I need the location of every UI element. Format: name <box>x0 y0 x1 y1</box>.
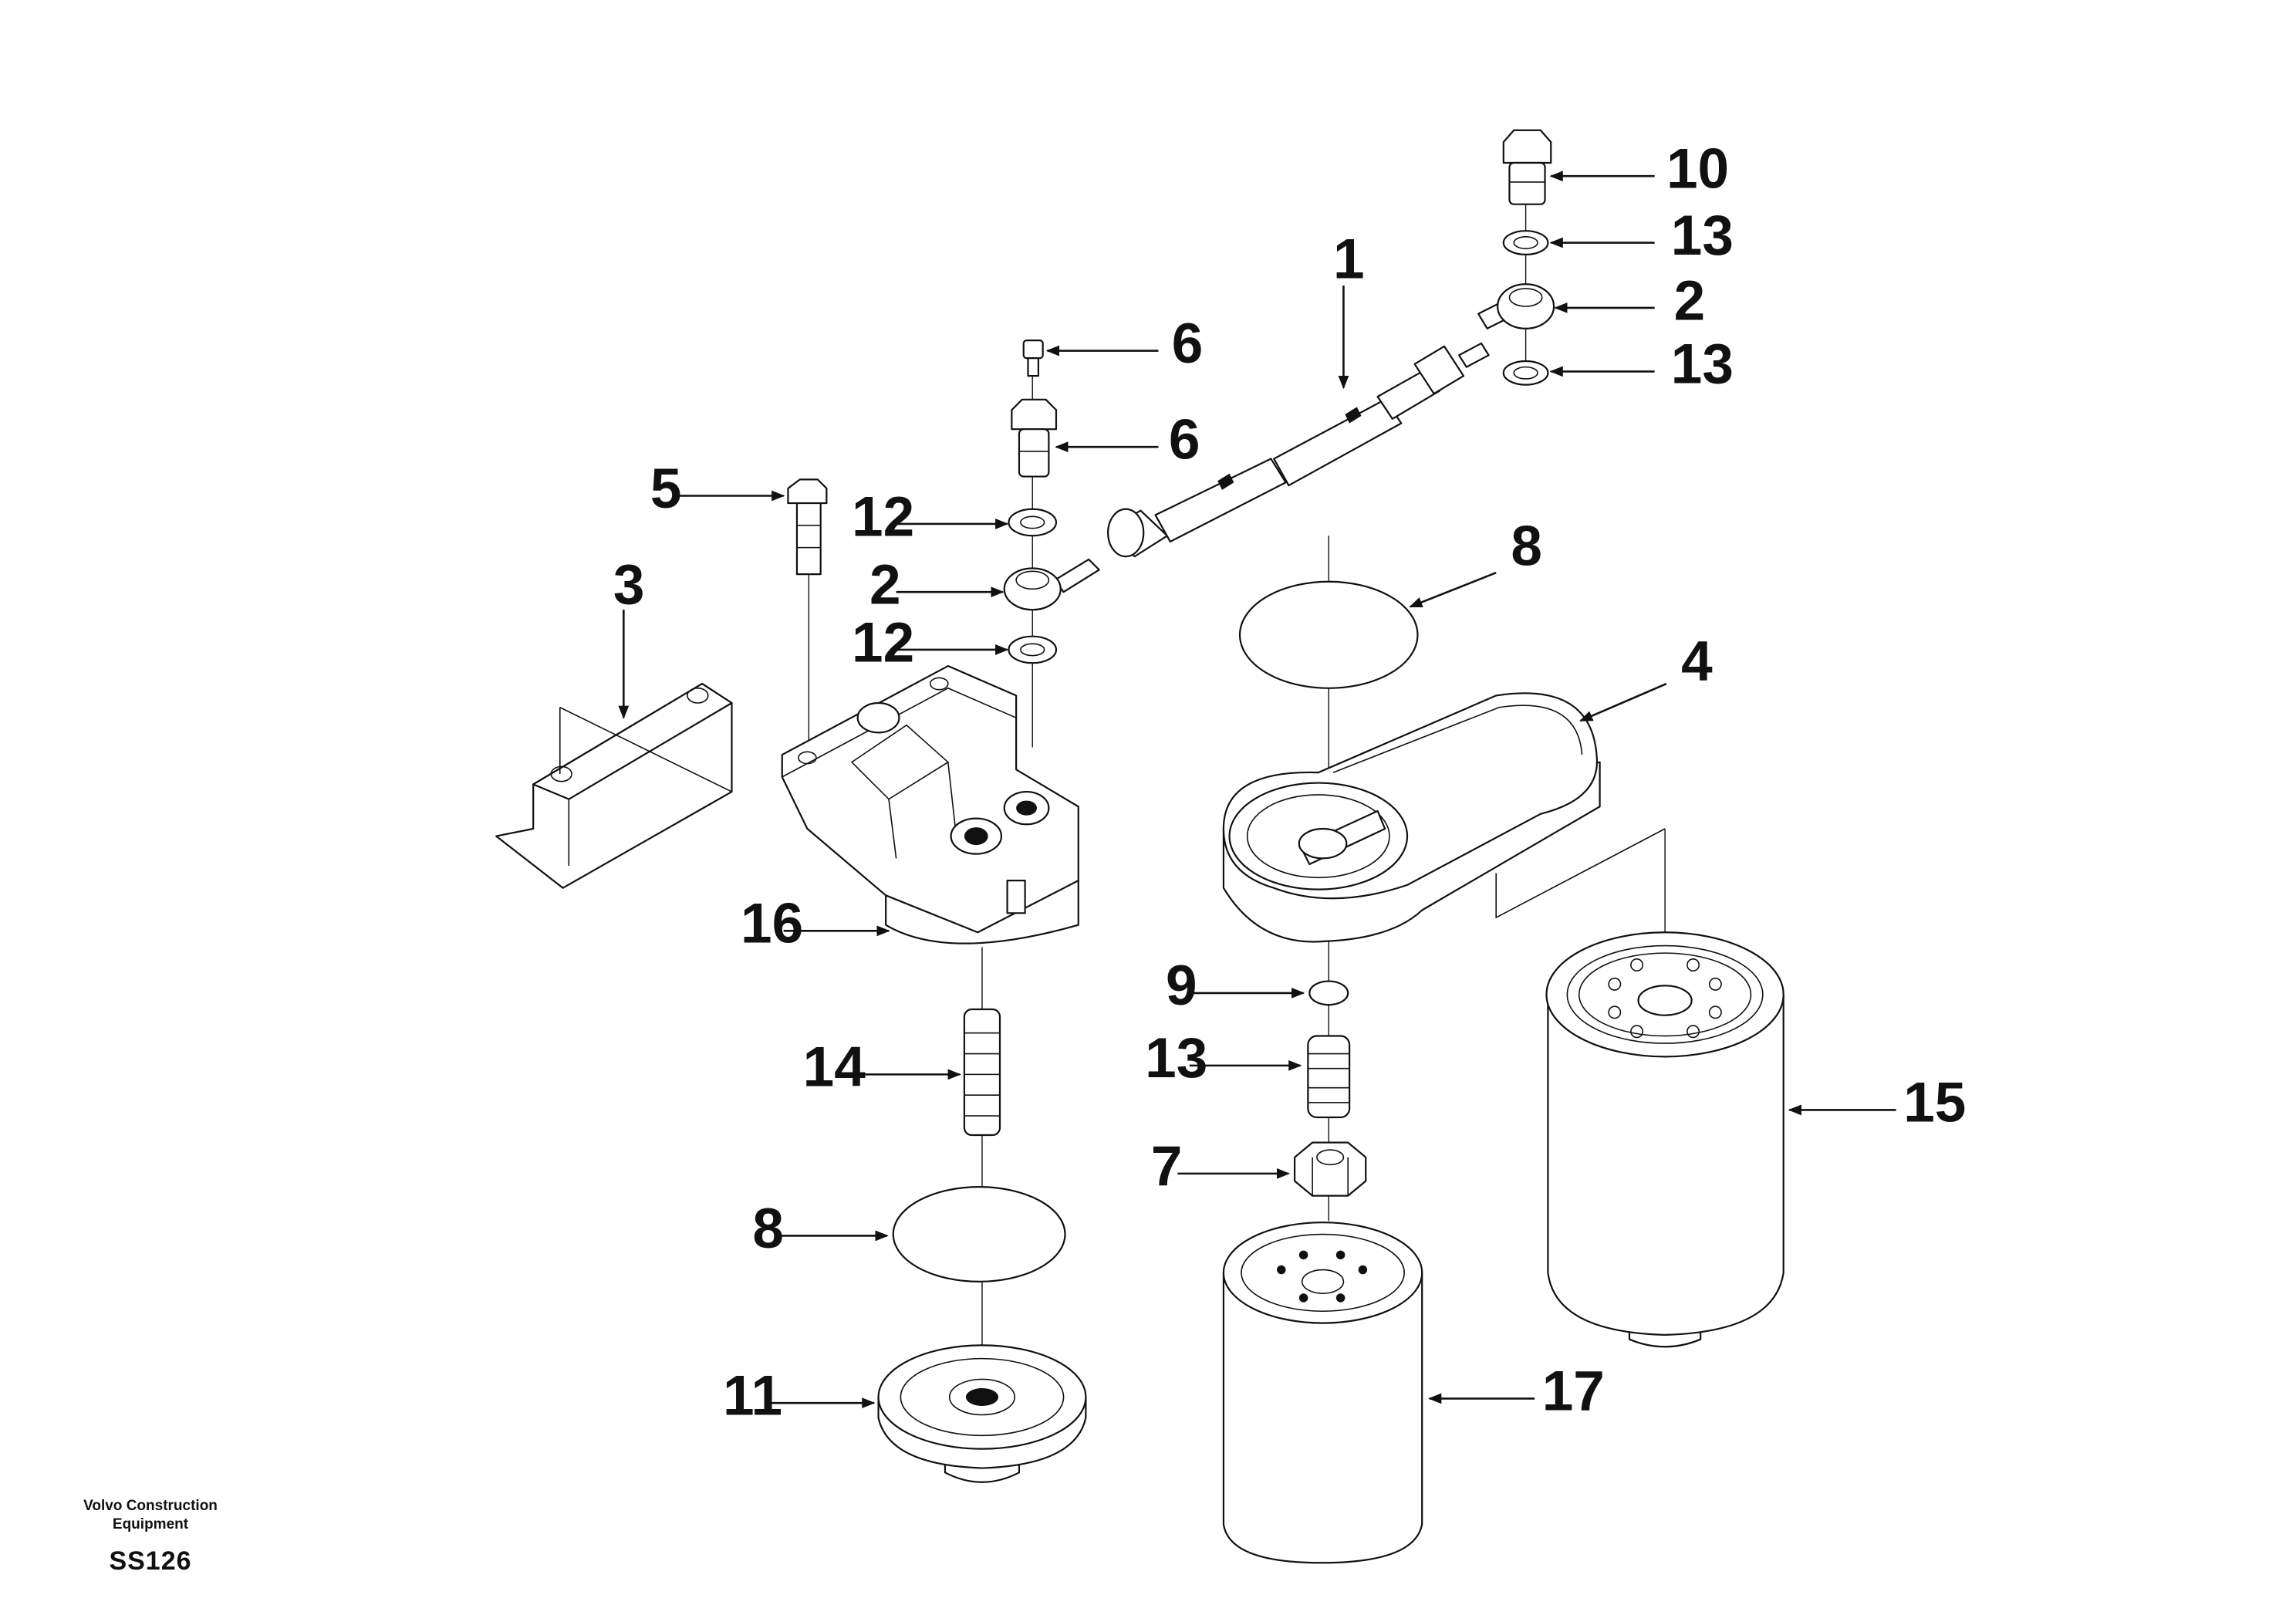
callout-2-right: 2 <box>1674 269 1706 332</box>
filter-cartridge-17 <box>1224 1222 1422 1563</box>
filter-head <box>782 666 1079 944</box>
callout-14: 14 <box>803 1036 866 1099</box>
callout-16: 16 <box>741 893 803 955</box>
washer-13-upper <box>1504 231 1548 255</box>
footer-brand: Volvo Construction Equipment SS126 <box>62 1497 239 1576</box>
gasket-8-upper <box>1240 582 1417 688</box>
banjo-fitting-right <box>1478 284 1554 329</box>
hose-assembly <box>1108 343 1488 556</box>
washer-12-upper <box>1009 509 1056 536</box>
sheet-code: SS126 <box>109 1546 192 1576</box>
callout-9: 9 <box>1166 955 1197 1017</box>
screw-6-small <box>1024 340 1043 376</box>
gasket-8-lower <box>893 1187 1065 1282</box>
callout-6-lower: 6 <box>1169 409 1200 471</box>
banjo-bolt-10 <box>1504 130 1551 204</box>
callout-5: 5 <box>650 458 682 520</box>
callout-10: 10 <box>1666 138 1729 201</box>
callout-7: 7 <box>1151 1135 1183 1198</box>
filter-adapter-head <box>1224 693 1665 941</box>
callout-15: 15 <box>1903 1072 1966 1134</box>
callout-leaders <box>618 171 1896 1409</box>
washer-13-lower <box>1504 361 1548 385</box>
filter-bowl-11 <box>879 1345 1086 1482</box>
washer-12-lower <box>1009 637 1056 664</box>
leader-8a <box>1409 573 1496 607</box>
banjo-bolt-6 <box>1011 400 1056 477</box>
callout-numbers: 10 13 2 13 1 6 6 5 12 2 12 3 8 4 16 9 14… <box>613 138 1966 1428</box>
callout-12-upper: 12 <box>852 485 914 548</box>
callout-13-lower: 13 <box>1671 333 1734 396</box>
callout-13-center: 13 <box>1145 1027 1207 1090</box>
leader-4 <box>1579 684 1666 721</box>
nipple-14 <box>964 1009 1000 1135</box>
callout-12-lower: 12 <box>852 611 914 674</box>
nut-7 <box>1295 1143 1366 1196</box>
callout-1: 1 <box>1333 228 1365 291</box>
callout-8-upper: 8 <box>1511 515 1542 578</box>
mounting-bracket <box>496 684 731 888</box>
banjo-fitting-left <box>1004 559 1099 610</box>
callout-2-left: 2 <box>869 554 901 617</box>
callout-13-upper: 13 <box>1671 204 1734 267</box>
callout-11: 11 <box>723 1365 782 1428</box>
callout-8-lower: 8 <box>752 1198 784 1260</box>
o-ring-9 <box>1309 982 1348 1005</box>
callout-3: 3 <box>613 554 645 617</box>
callout-6-upper: 6 <box>1172 313 1204 375</box>
callout-17: 17 <box>1542 1360 1605 1423</box>
callout-4: 4 <box>1681 630 1713 693</box>
brand-name-line1: Volvo Construction <box>83 1498 218 1514</box>
filter-cartridge-15 <box>1546 932 1783 1347</box>
bolt-5 <box>788 479 826 574</box>
nipple-13 <box>1308 1036 1349 1117</box>
brand-name-line2: Equipment <box>112 1516 189 1532</box>
